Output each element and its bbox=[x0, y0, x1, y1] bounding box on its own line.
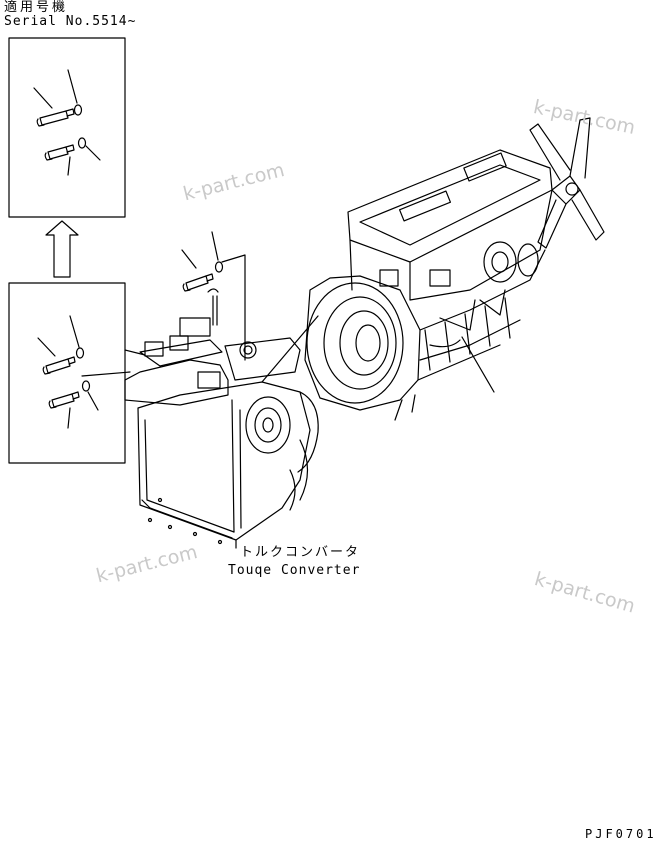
leader-lines bbox=[37, 315, 146, 429]
washer-icon bbox=[81, 380, 91, 392]
bolt-icon bbox=[36, 108, 75, 127]
torque-converter-label: Touqe Converter bbox=[228, 563, 361, 578]
serial-label: Serial No.5514~ bbox=[4, 14, 137, 29]
figure-code: PJF0701 bbox=[585, 827, 657, 841]
detail-box-upper bbox=[8, 37, 126, 218]
fastener-group bbox=[181, 231, 246, 361]
serial-label-japanese: 適用号機 bbox=[4, 0, 69, 15]
torque-converter bbox=[124, 315, 319, 549]
bolt-icon bbox=[48, 391, 80, 409]
pin-icon bbox=[207, 288, 219, 326]
washer-icon bbox=[75, 347, 85, 359]
leader-lines bbox=[33, 69, 101, 176]
bolt-icon bbox=[182, 273, 214, 292]
detail-box-lower bbox=[8, 282, 146, 464]
up-arrow-icon bbox=[45, 220, 79, 278]
washer-icon bbox=[214, 261, 224, 273]
washer-icon bbox=[77, 137, 87, 149]
torque-converter-label-japanese: トルクコンバータ bbox=[240, 545, 361, 560]
engine bbox=[304, 117, 605, 421]
bolt-icon bbox=[42, 356, 76, 375]
bolt-icon bbox=[44, 144, 75, 161]
washer-icon bbox=[73, 104, 83, 116]
